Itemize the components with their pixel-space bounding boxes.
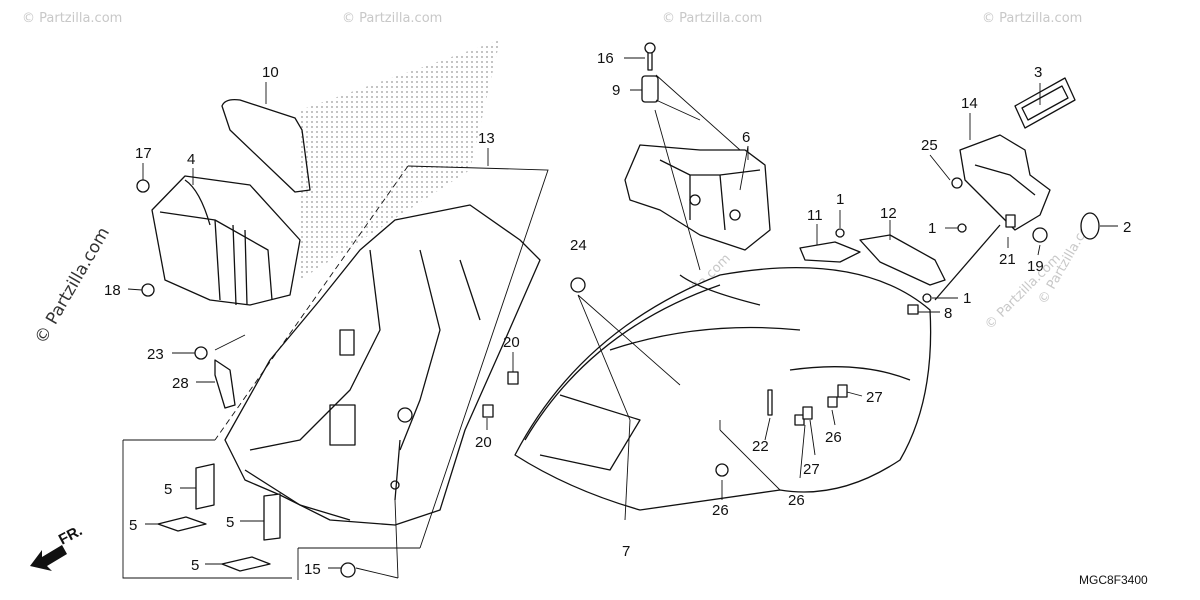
part-7-rear-fender <box>514 267 932 511</box>
direction-label: FR. <box>56 522 85 548</box>
part-26-nut <box>827 396 838 408</box>
part-2-grommet <box>1080 212 1100 240</box>
part-21-nut <box>1005 214 1016 228</box>
callout-26b: 26 <box>788 492 805 509</box>
part-5-pads <box>157 463 281 572</box>
callout-1b: 1 <box>928 220 936 237</box>
part-25-nut <box>951 177 963 189</box>
part-1-screw <box>922 293 932 303</box>
part-4-battery-box <box>151 175 301 306</box>
callout-17: 17 <box>135 145 152 162</box>
callout-5d: 5 <box>191 557 199 574</box>
part-18-bolt <box>141 283 155 297</box>
part-19-nut <box>1032 227 1048 243</box>
part-15-bolt <box>340 562 356 578</box>
part-14-license-bracket <box>934 134 1051 301</box>
part-12-plate <box>859 234 946 286</box>
callout-2: 2 <box>1123 219 1131 236</box>
diagram-code: MGC8F3400 <box>1079 573 1148 587</box>
callout-26c: 26 <box>712 502 729 519</box>
callout-16: 16 <box>597 50 614 67</box>
part-13-inner-fender <box>224 204 541 526</box>
watermark-tile: © Partzilla.com <box>982 11 1082 26</box>
callout-5c: 5 <box>226 514 234 531</box>
part-20-nut <box>482 404 494 418</box>
callout-24: 24 <box>570 237 587 254</box>
part-26-nut <box>794 414 805 426</box>
watermark-side: © Partzilla.com <box>31 224 114 348</box>
callout-14: 14 <box>961 95 978 112</box>
callout-28: 28 <box>172 375 189 392</box>
callout-labels: 10 4 17 18 23 28 13 20 20 5 5 5 5 15 16 … <box>104 50 1131 578</box>
part-20-nut <box>507 371 519 385</box>
callout-9: 9 <box>612 82 620 99</box>
callout-23: 23 <box>147 346 164 363</box>
part-27-clip <box>837 384 848 398</box>
callout-20b: 20 <box>475 434 492 451</box>
shading-area <box>300 40 500 280</box>
callout-18: 18 <box>104 282 121 299</box>
callout-6: 6 <box>742 129 750 146</box>
callout-15: 15 <box>304 561 321 578</box>
callout-22: 22 <box>752 438 769 455</box>
callout-26a: 26 <box>825 429 842 446</box>
callout-19: 19 <box>1027 258 1044 275</box>
part-1-screw <box>957 223 967 233</box>
part-10-gasket <box>221 98 311 193</box>
part-1-screw <box>835 228 845 238</box>
callout-21: 21 <box>999 251 1016 268</box>
callout-27b: 27 <box>803 461 820 478</box>
watermark-tile: © Partzilla.com <box>22 11 122 26</box>
part-17-bolt <box>136 179 150 193</box>
callout-1a: 1 <box>836 191 844 208</box>
group-brackets <box>122 148 549 580</box>
callout-1c: 1 <box>963 290 971 307</box>
callout-13: 13 <box>478 130 495 147</box>
callout-27a: 27 <box>866 389 883 406</box>
callout-5b: 5 <box>129 517 137 534</box>
part-28-strap <box>214 359 236 409</box>
callout-4: 4 <box>187 151 195 168</box>
callout-5a: 5 <box>164 481 172 498</box>
leader-lines <box>127 57 1118 579</box>
front-direction-indicator: FR. <box>30 522 85 571</box>
part-6-bracket <box>624 144 771 251</box>
hardware-small-parts <box>136 42 1048 578</box>
part-22-screw <box>767 389 773 416</box>
part-11-plate <box>799 241 861 263</box>
callout-20a: 20 <box>503 334 520 351</box>
part-9-collar <box>641 75 659 103</box>
callout-10: 10 <box>262 64 279 81</box>
callout-12: 12 <box>880 205 897 222</box>
callout-11: 11 <box>807 207 823 224</box>
watermark-tile: © Partzilla.com <box>342 11 442 26</box>
part-26-nut <box>715 463 729 477</box>
callout-3: 3 <box>1034 64 1042 81</box>
watermark-tile: © Partzilla.com <box>662 11 762 26</box>
part-8-nut <box>907 304 919 315</box>
callout-8: 8 <box>944 305 952 322</box>
part-24-nut <box>570 277 586 293</box>
callout-7: 7 <box>622 543 630 560</box>
part-27-clip <box>802 406 813 420</box>
part-3-reflector <box>1014 77 1076 129</box>
part-23-bolt <box>194 346 208 360</box>
callout-25: 25 <box>921 137 938 154</box>
